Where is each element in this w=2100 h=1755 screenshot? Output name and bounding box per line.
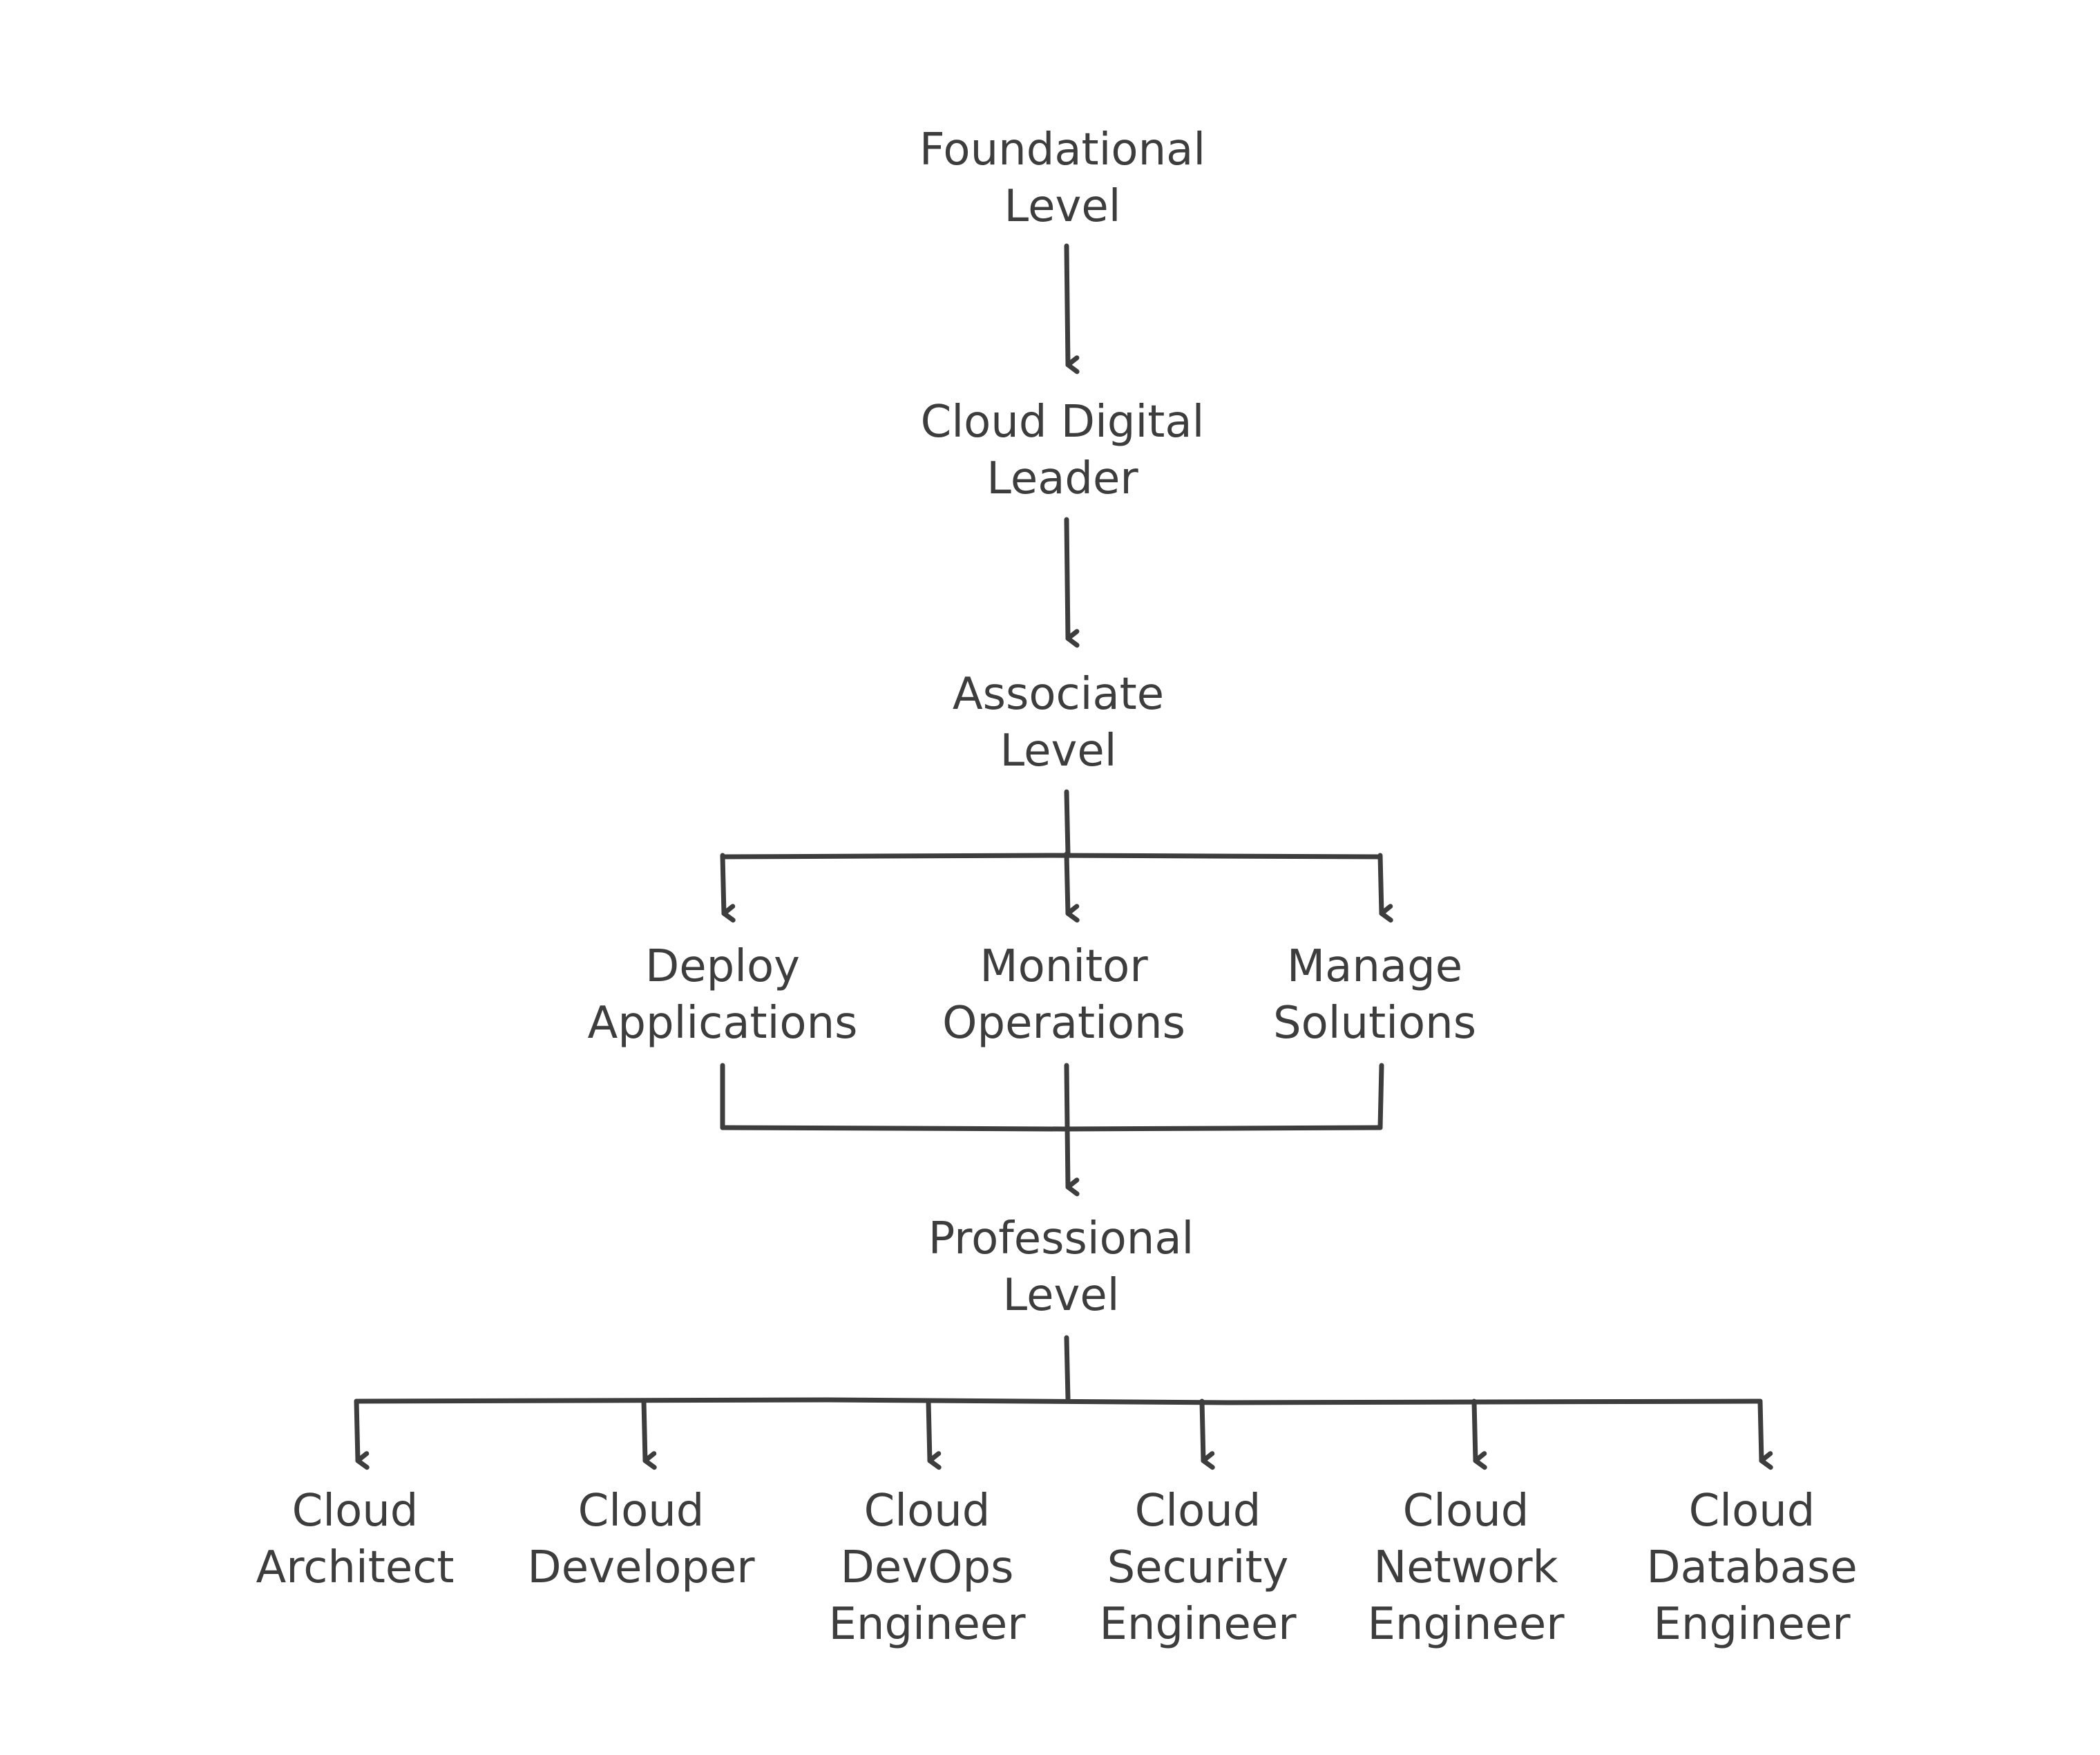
connector-manage-drop (1377, 1063, 1384, 1130)
node-monitor-operations: Monitor Operations (942, 941, 1185, 1049)
node-label-line: Cloud Digital (921, 397, 1205, 448)
node-label-line: Developer (527, 1542, 755, 1593)
node-label-line: Professional (928, 1213, 1194, 1264)
node-cloud-database-engineer: Cloud Database Engineer (1646, 1486, 1857, 1650)
node-label-line: Network (1373, 1542, 1558, 1593)
arrow-merge-to-professional (1064, 1063, 1080, 1197)
node-label-line: Cloud (864, 1486, 991, 1537)
node-cloud-developer: Cloud Developer (527, 1486, 755, 1593)
connector-associate-branch-bar (720, 853, 1383, 860)
node-foundational-level: Foundational Level (919, 124, 1205, 232)
arrow-professional-to-architect (354, 1398, 370, 1470)
node-cloud-network-engineer: Cloud Network Engineer (1367, 1486, 1565, 1650)
connector-professional-branch-bar (354, 1397, 1763, 1405)
arrow-professional-to-network (1471, 1398, 1487, 1470)
node-associate-level: Associate Level (953, 669, 1164, 777)
arrow-associate-to-deploy (720, 853, 736, 923)
arrow-associate-to-monitor (1064, 851, 1080, 923)
node-label-line: Manage (1287, 941, 1462, 992)
connector-professional-stem (1064, 1335, 1071, 1401)
node-label-line: Foundational (919, 124, 1205, 176)
arrow-cdl-to-associate (1064, 517, 1080, 648)
node-label-line: Engineer (828, 1599, 1026, 1650)
connector-associate-stem (1064, 789, 1071, 857)
node-label-line: Database (1646, 1542, 1857, 1593)
node-label-line: Architect (256, 1542, 455, 1593)
node-label-line: Operations (942, 998, 1185, 1049)
node-cloud-digital-leader: Cloud Digital Leader (921, 397, 1205, 504)
node-label-line: Cloud (1689, 1486, 1815, 1537)
node-label-line: Security (1107, 1542, 1289, 1593)
node-label-line: Cloud (292, 1486, 419, 1537)
node-label-line: Engineer (1099, 1599, 1297, 1650)
node-label-line: Cloud (1403, 1486, 1529, 1537)
arrow-foundational-to-cdl (1064, 243, 1080, 374)
node-manage-solutions: Manage Solutions (1273, 941, 1476, 1049)
node-label-line: Engineer (1653, 1599, 1851, 1650)
node-label-line: Level (1003, 1270, 1120, 1321)
arrow-professional-to-security (1199, 1398, 1215, 1470)
node-label-line: Cloud (578, 1486, 705, 1537)
connector-merge-bar (720, 1125, 1383, 1132)
node-label-line: Applications (588, 998, 858, 1049)
node-label-line: Engineer (1367, 1599, 1565, 1650)
arrow-associate-to-manage (1377, 853, 1393, 923)
node-cloud-security-engineer: Cloud Security Engineer (1099, 1486, 1297, 1650)
node-label-line: Leader (986, 453, 1138, 504)
node-label-line: DevOps (841, 1542, 1014, 1593)
node-professional-level: Professional Level (928, 1213, 1194, 1321)
arrow-professional-to-devops (926, 1398, 942, 1470)
node-label-line: Associate (953, 669, 1164, 720)
edges (354, 243, 1773, 1470)
node-label-line: Cloud (1135, 1486, 1261, 1537)
node-label-line: Monitor (980, 941, 1148, 992)
arrow-professional-to-developer (641, 1398, 657, 1470)
node-label-line: Deploy (645, 941, 800, 992)
arrow-professional-to-database (1757, 1398, 1773, 1470)
node-label-line: Level (1004, 181, 1121, 232)
node-deploy-applications: Deploy Applications (588, 941, 858, 1049)
node-label-line: Level (1000, 725, 1117, 777)
node-cloud-devops-engineer: Cloud DevOps Engineer (828, 1486, 1026, 1650)
node-label-line: Solutions (1273, 998, 1476, 1049)
node-cloud-architect: Cloud Architect (256, 1486, 455, 1593)
